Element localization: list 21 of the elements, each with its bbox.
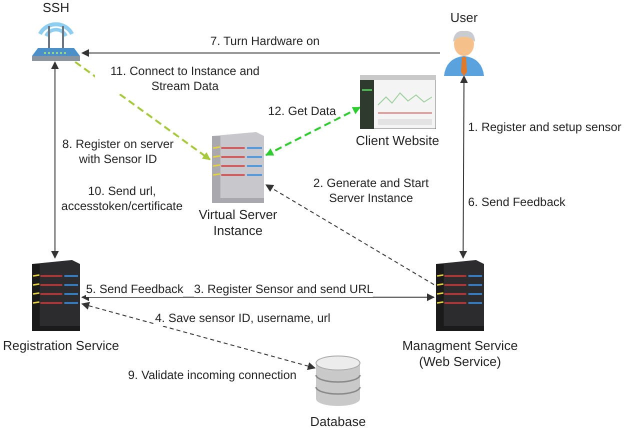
- step-label: 5. Send Feedback: [86, 282, 184, 297]
- arrow: [74, 61, 211, 160]
- edge-label: 1. Register and setup sensor: [468, 120, 622, 135]
- edge-label: 12. Get Data: [268, 104, 336, 119]
- step-label: 9. Validate incoming connection: [128, 368, 297, 383]
- edge-label: 3. Register Sensor and send URL: [194, 282, 374, 297]
- arrow: [50, 61, 59, 259]
- node-label: Database: [309, 414, 367, 430]
- node-label: SSH: [42, 0, 70, 16]
- node-label: Client Website: [354, 133, 440, 149]
- arrow: [265, 106, 361, 156]
- arrow: [81, 293, 435, 302]
- node-label: Managment Service (Web Service): [401, 338, 519, 370]
- arrow: [81, 302, 316, 370]
- edge-label: 4. Save sensor ID, username, url: [155, 311, 330, 326]
- node-label: Virtual Server Instance: [198, 207, 278, 239]
- node-label: Registration Service: [2, 338, 120, 354]
- arrow: [81, 49, 440, 57]
- arrow: [265, 184, 434, 286]
- arrow: [459, 75, 468, 259]
- node-label: User: [449, 10, 479, 26]
